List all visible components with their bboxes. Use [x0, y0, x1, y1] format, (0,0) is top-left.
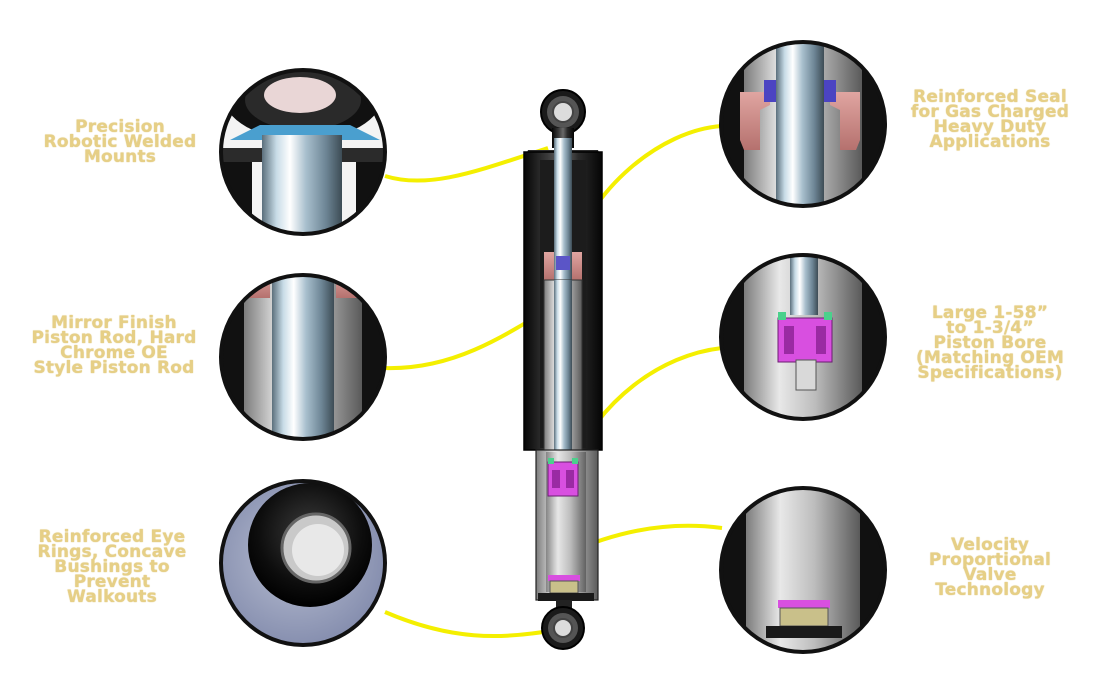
callout-piston-rod-icon	[219, 273, 387, 441]
callout-seal-icon	[719, 40, 887, 208]
shock-absorber	[523, 89, 603, 650]
label-seal: Reinforced Seal for Gas Charged Heavy Du…	[910, 87, 1070, 152]
callout-valve-icon	[719, 486, 887, 654]
callout-mounts-icon	[219, 68, 387, 236]
label-piston-bore: Large 1-58” to 1-3/4” Piston Bore (Match…	[915, 303, 1065, 383]
leader-line-eye-rings	[384, 610, 556, 639]
bottom-eye-ring	[541, 600, 585, 650]
label-mounts: Precision Robotic Welded Mounts	[43, 117, 197, 167]
callout-eye-rings-icon	[219, 479, 387, 647]
label-piston-rod: Mirror Finish Piston Rod, Hard Chrome OE…	[31, 313, 197, 378]
label-eye-rings: Reinforced Eye Rings, Concave Bushings t…	[37, 527, 187, 607]
top-eye-ring	[540, 89, 586, 135]
label-valve: Velocity Proportional Valve Technology	[928, 535, 1052, 600]
callout-piston-bore-icon	[719, 253, 887, 421]
